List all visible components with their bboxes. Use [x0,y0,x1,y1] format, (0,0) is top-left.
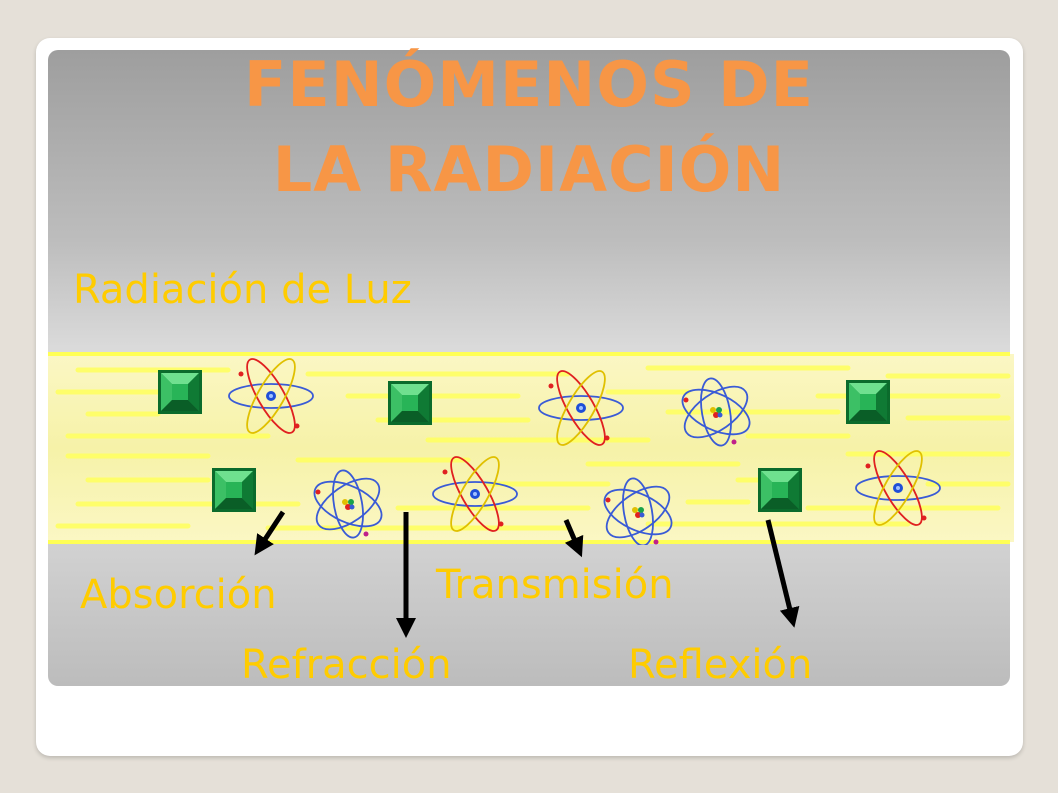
reflexion-arrow [765,519,800,628]
light-radiation-band [48,352,1014,545]
label-reflexion: Reflexión [628,642,813,688]
label-absorcion: Absorción [80,572,277,618]
slide-title-line-2: LA RADIACIÓN [272,133,786,206]
label-refraccion: Refracción [241,642,452,688]
slide-title-line-1: FENÓMENOS DE [244,48,814,121]
label-transmision: Transmisión [436,562,674,608]
subtitle: Radiación de Luz [73,267,412,313]
transmision-arrow [563,519,584,558]
absorcion-arrow [254,510,286,556]
